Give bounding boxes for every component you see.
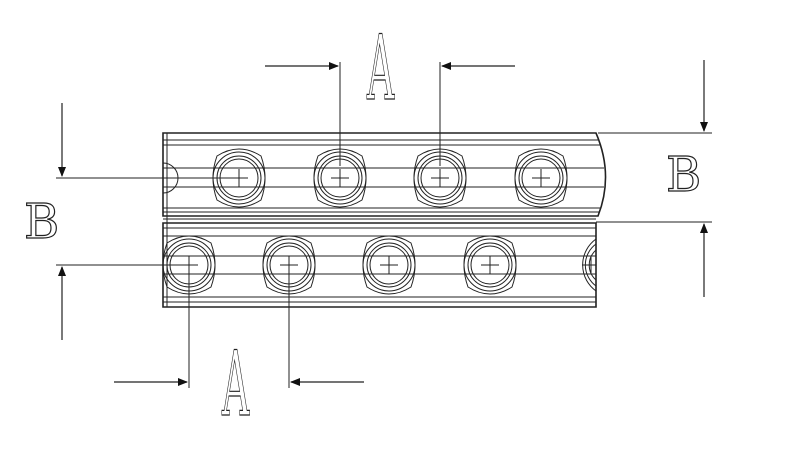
dimension-b-left-label: B <box>23 194 60 250</box>
dimension-b-left <box>56 103 238 340</box>
dimension-b-right <box>596 60 712 297</box>
rail-outline <box>162 132 607 308</box>
dimension-a-bottom-label: A <box>222 332 250 437</box>
rail-hole <box>463 235 517 295</box>
rail-hole <box>514 148 568 208</box>
dimension-a-top-label: A <box>367 16 395 121</box>
dimension-b-right-label: B <box>665 147 702 203</box>
dimension-a-top <box>265 62 515 166</box>
rail-hole <box>362 235 416 295</box>
dimension-a-bottom <box>114 265 364 388</box>
rail-hole <box>212 148 266 208</box>
hole-row-top <box>212 148 568 208</box>
hole-partial-right <box>582 238 597 292</box>
hole-row-bottom <box>162 235 517 295</box>
